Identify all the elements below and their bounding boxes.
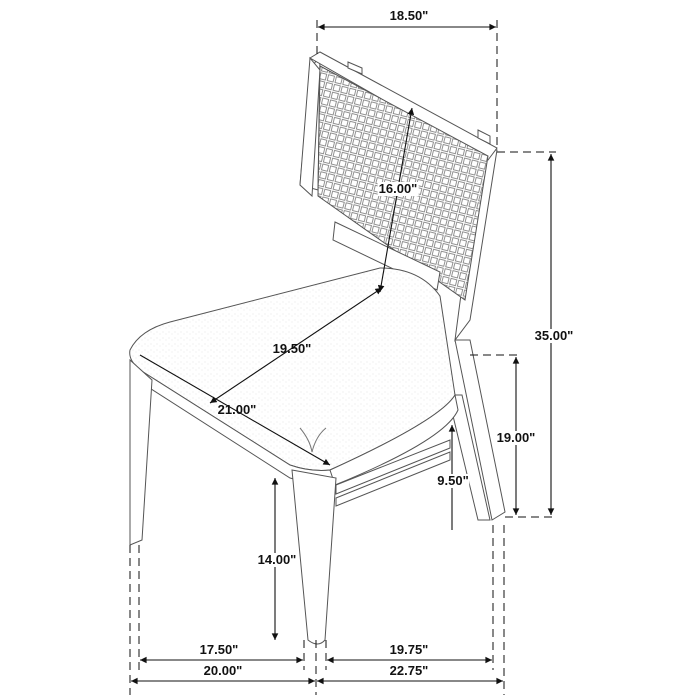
overall-width-label: 20.00": [203, 663, 243, 678]
leg-height-label: 14.00": [256, 552, 298, 567]
overall-depth-label: 22.75": [389, 663, 429, 678]
seat-width-label: 21.00": [217, 402, 257, 417]
seat-depth-label: 19.50": [272, 341, 312, 356]
seat: [129, 267, 459, 486]
extension-lines: [129, 20, 556, 695]
inner-width-label: 17.50": [199, 642, 239, 657]
dimension-lines: [131, 23, 555, 685]
back-width-label: 18.50": [388, 8, 430, 23]
apron-height-label: 9.50": [436, 473, 470, 488]
inner-depth-label: 19.75": [389, 642, 429, 657]
seat-height-label: 19.00": [495, 430, 537, 445]
overall-height-label: 35.00": [533, 328, 575, 343]
front-legs: [129, 358, 451, 645]
back-height-label: 16.00": [377, 181, 419, 196]
